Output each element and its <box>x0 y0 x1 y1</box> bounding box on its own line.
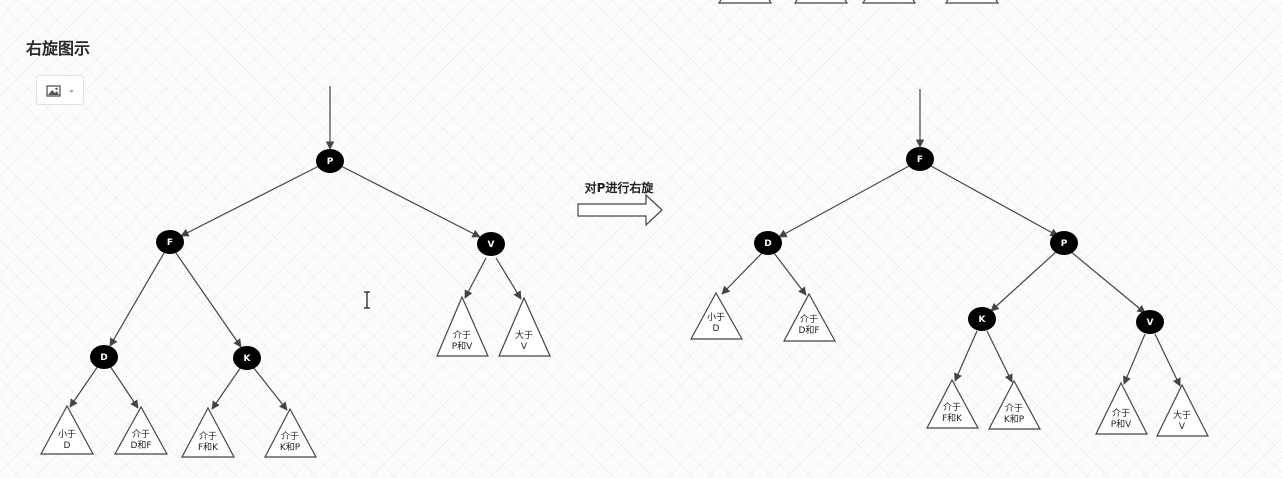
subtree-gt-v: 大于 V <box>498 296 551 357</box>
node-p: P <box>316 149 344 173</box>
text-cursor-icon <box>364 291 370 309</box>
node-k-after: K <box>968 307 996 331</box>
edge-f-d-after <box>778 165 910 238</box>
svg-text:F和K: F和K <box>942 413 963 424</box>
subtree-lt-d-after: 小于 D <box>689 291 744 340</box>
rotation-operation: 对P进行右旋 <box>577 180 663 227</box>
svg-text:K: K <box>979 315 987 325</box>
svg-text:F和K: F和K <box>198 442 219 453</box>
edge-d-t2-after <box>773 252 807 296</box>
edge-v-t5-after <box>1123 333 1146 385</box>
edge-d-t1 <box>69 365 99 408</box>
edge-v-t6 <box>495 257 522 300</box>
svg-text:介于: 介于 <box>453 330 471 341</box>
subtrees-after: 小于 D 介于 D和F 介于 F和K 介于 K和P 介于 P和V <box>689 291 1209 437</box>
cropped-subtrees-top <box>717 0 1000 4</box>
caret-down-icon <box>69 90 74 93</box>
svg-text:F: F <box>167 238 173 248</box>
svg-text:介于: 介于 <box>943 402 961 413</box>
edge-p-v <box>340 165 481 238</box>
svg-text:V: V <box>488 240 495 250</box>
section-heading: 右旋图示 <box>26 39 91 58</box>
subtree-d-f: 介于 D和F <box>113 405 169 455</box>
subtree-lt-d: 小于 D <box>39 404 95 455</box>
edge-p-f <box>180 165 320 237</box>
tree-after <box>721 89 1181 387</box>
node-f: F <box>156 230 184 254</box>
svg-text:介于: 介于 <box>1112 408 1130 419</box>
edge-v-t5 <box>464 257 487 299</box>
subtree-gt-v-after: 大于 V <box>1156 383 1209 437</box>
svg-text:大于: 大于 <box>1173 409 1191 421</box>
subtrees-before: 小于 D 介于 D和F 介于 F和K 介于 K和P 介于 P和V <box>39 295 551 458</box>
svg-text:K和P: K和P <box>280 442 301 453</box>
edge-v-t6-after <box>1154 333 1181 387</box>
svg-text:D: D <box>100 353 107 363</box>
nodes-before: P F V D K <box>90 149 505 370</box>
insert-image-button[interactable] <box>36 75 84 105</box>
svg-text:介于: 介于 <box>800 314 818 325</box>
subtree-f-k: 介于 F和K <box>181 406 235 458</box>
subtree-k-p-after: 介于 K和P <box>988 379 1042 430</box>
svg-text:D: D <box>64 441 71 451</box>
node-v: V <box>477 232 505 256</box>
svg-text:介于: 介于 <box>1005 403 1023 414</box>
node-d-after: D <box>754 231 782 255</box>
svg-text:F: F <box>917 155 923 165</box>
svg-text:P和V: P和V <box>452 341 473 352</box>
svg-text:介于: 介于 <box>132 429 150 440</box>
node-v-after: V <box>1136 310 1164 334</box>
svg-text:小于: 小于 <box>707 312 725 323</box>
svg-text:D和F: D和F <box>130 440 151 451</box>
nodes-after: F D P K V <box>754 147 1164 334</box>
svg-text:D: D <box>713 324 720 334</box>
svg-text:V: V <box>1147 318 1154 328</box>
edge-k-t4 <box>252 366 288 411</box>
image-icon <box>46 85 61 97</box>
svg-text:K: K <box>244 354 252 364</box>
operation-label: 对P进行右旋 <box>585 180 655 195</box>
subtree-p-v: 介于 P和V <box>436 295 489 357</box>
edge-f-d <box>109 252 165 347</box>
edge-p-k-after <box>990 250 1058 312</box>
edge-d-t1-after <box>721 252 763 295</box>
svg-text:小于: 小于 <box>58 429 76 440</box>
subtree-k-p: 介于 K和P <box>264 407 318 458</box>
edge-k-t3-after <box>954 330 978 382</box>
svg-text:K和P: K和P <box>1004 414 1025 425</box>
edge-d-t2 <box>109 365 139 409</box>
edge-k-t4-after <box>986 330 1013 383</box>
svg-text:大于: 大于 <box>515 329 533 341</box>
node-d: D <box>90 345 118 369</box>
subtree-p-v-after: 介于 P和V <box>1095 381 1148 435</box>
edge-f-k <box>175 252 242 348</box>
node-p-after: P <box>1050 231 1078 255</box>
edge-p-v-after <box>1069 250 1146 314</box>
edge-k-t3 <box>211 366 242 410</box>
node-k: K <box>233 346 261 370</box>
subtree-f-k-after: 介于 F和K <box>926 378 980 429</box>
node-f-after: F <box>906 147 934 171</box>
edge-f-p-after <box>930 165 1059 237</box>
svg-text:P: P <box>327 157 334 167</box>
svg-text:V: V <box>1179 422 1186 432</box>
svg-text:D: D <box>764 239 771 249</box>
svg-text:P和V: P和V <box>1111 419 1132 430</box>
svg-text:D和F: D和F <box>798 325 819 336</box>
tree-before <box>69 86 522 411</box>
svg-text:介于: 介于 <box>281 431 299 442</box>
svg-text:V: V <box>521 342 528 352</box>
hollow-arrow-icon <box>577 193 663 227</box>
svg-text:介于: 介于 <box>199 431 217 442</box>
svg-text:P: P <box>1061 239 1068 249</box>
subtree-d-f-after: 介于 D和F <box>783 292 837 342</box>
